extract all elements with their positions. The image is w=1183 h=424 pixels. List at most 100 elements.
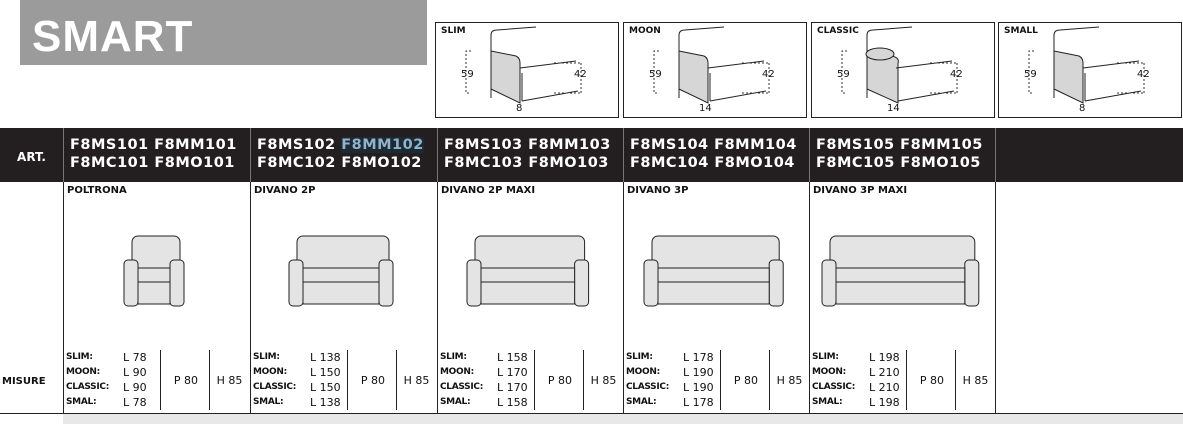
arm-drawing <box>841 26 958 104</box>
seat-dimension: 42 <box>950 69 963 80</box>
height-value: H 85 <box>396 350 436 410</box>
article-codes: F8MS101 F8MM101 <box>70 137 237 153</box>
width-dimension: 8 <box>1079 103 1086 114</box>
article-codes: F8MC104 F8MO104 <box>630 155 795 171</box>
arm-diagram-classic: CLASSIC 59 42 14 <box>811 22 995 118</box>
product-image <box>643 235 785 307</box>
length-value: L 138 <box>310 351 341 364</box>
length-value: L 190 <box>683 381 714 394</box>
article-code-highlighted: F8MM102 <box>341 137 424 153</box>
product-column <box>623 182 810 424</box>
product-name: POLTRONA <box>67 185 127 196</box>
arm-type: SMAL: <box>812 397 843 407</box>
article-codes: F8MC102 F8MO102 <box>257 155 422 171</box>
arm-type: CLASSIC: <box>626 382 670 392</box>
arm-type: SLIM: <box>66 352 93 362</box>
width-dimension: 14 <box>887 103 900 114</box>
width-dimension: 14 <box>699 103 712 114</box>
height-value: H 85 <box>769 350 809 410</box>
arm-type: MOON: <box>626 367 660 377</box>
product-column <box>63 182 250 424</box>
article-codes: F8MS105 F8MM105 <box>816 137 983 153</box>
height-dimension: 59 <box>461 69 474 80</box>
product-name: DIVANO 2P <box>254 185 316 196</box>
length-value: L 210 <box>869 381 900 394</box>
length-value: L 150 <box>310 381 341 394</box>
arm-type: SMAL: <box>626 397 657 407</box>
depth-value: P 80 <box>173 374 199 387</box>
art-label: ART. <box>17 150 46 164</box>
article-codes: F8MC101 F8MO101 <box>70 155 235 171</box>
length-value: L 190 <box>683 366 714 379</box>
page-title: SMART <box>20 0 427 65</box>
length-value: L 178 <box>683 396 714 409</box>
height-value: H 85 <box>955 350 995 410</box>
length-value: L 158 <box>497 351 528 364</box>
seat-dimension: 42 <box>574 69 587 80</box>
arm-drawing <box>465 26 582 104</box>
seat-dimension: 42 <box>762 69 775 80</box>
length-value: L 198 <box>869 351 900 364</box>
misure-label: MISURE <box>2 376 46 387</box>
arm-type: MOON: <box>440 367 474 377</box>
length-value: L 170 <box>497 366 528 379</box>
header-bar <box>0 128 1183 182</box>
arm-diagram-slim: SLIM 59 42 8 <box>435 22 619 118</box>
arm-type: SMAL: <box>66 397 97 407</box>
footer-row <box>63 413 1183 424</box>
height-dimension: 59 <box>1024 69 1037 80</box>
article-codes: F8MC105 F8MO105 <box>816 155 981 171</box>
arm-drawing <box>1028 26 1145 104</box>
product-name: DIVANO 3P <box>627 185 689 196</box>
length-value: L 90 <box>123 381 147 394</box>
product-name: DIVANO 2P MAXI <box>441 185 536 196</box>
height-value: H 85 <box>209 350 249 410</box>
length-value: L 158 <box>497 396 528 409</box>
product-image <box>821 235 979 307</box>
product-image <box>123 235 185 307</box>
article-codes: F8MC103 F8MO103 <box>444 155 609 171</box>
height-value: H 85 <box>583 350 623 410</box>
arm-type: MOON: <box>253 367 287 377</box>
product-column <box>437 182 624 424</box>
seat-dimension: 42 <box>1137 69 1150 80</box>
arm-type: SLIM: <box>440 352 467 362</box>
arm-drawing <box>653 26 770 104</box>
article-codes: F8MS103 F8MM103 <box>444 137 611 153</box>
arm-type-label: CLASSIC <box>817 26 859 36</box>
arm-diagram-moon: MOON 59 42 14 <box>623 22 807 118</box>
height-dimension: 59 <box>837 69 850 80</box>
arm-type-label: SLIM <box>441 26 466 36</box>
depth-value: P 80 <box>733 374 759 387</box>
arm-type-label: SMALL <box>1004 26 1038 36</box>
product-column <box>809 182 996 424</box>
arm-type: SMAL: <box>253 397 284 407</box>
divider <box>0 413 63 414</box>
arm-diagram-small: SMALL 59 42 8 <box>998 22 1182 118</box>
length-value: L 210 <box>869 366 900 379</box>
arm-type: SLIM: <box>253 352 280 362</box>
length-value: L 138 <box>310 396 341 409</box>
empty-column <box>995 182 1183 424</box>
length-value: L 150 <box>310 366 341 379</box>
length-value: L 90 <box>123 366 147 379</box>
article-codes: F8MS104 F8MM104 <box>630 137 797 153</box>
arm-type: MOON: <box>66 367 100 377</box>
arm-type: CLASSIC: <box>440 382 484 392</box>
article-code: F8MS102 <box>257 137 336 153</box>
width-dimension: 8 <box>516 103 523 114</box>
product-image <box>288 235 394 307</box>
empty-header-cell <box>995 128 1183 182</box>
depth-value: P 80 <box>919 374 945 387</box>
product-name: DIVANO 3P MAXI <box>813 185 908 196</box>
